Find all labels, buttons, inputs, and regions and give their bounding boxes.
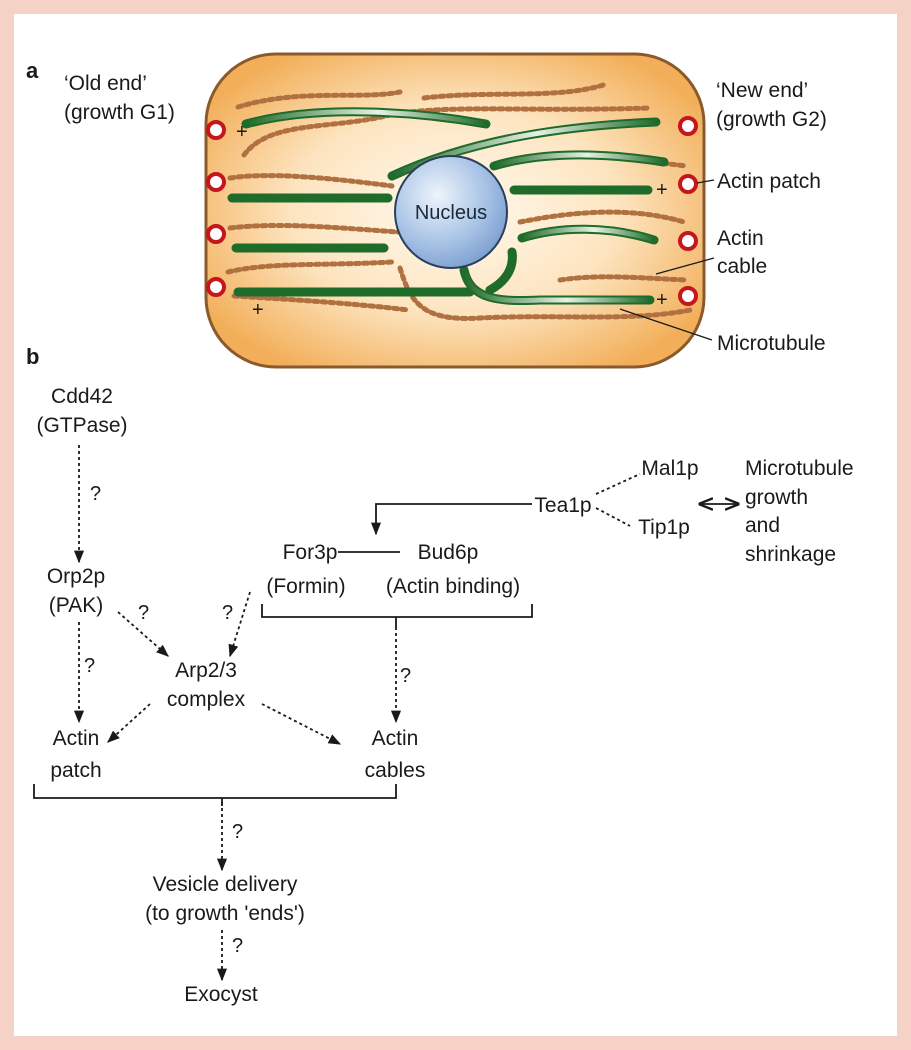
actin-cable [225, 259, 395, 275]
actin-patch [678, 174, 698, 194]
question-mark: ? [400, 665, 411, 687]
panel-b-actin-patch-sublabel: patch [50, 759, 101, 782]
mal1p-label: Mal1p [641, 457, 698, 480]
actin-patch [678, 231, 698, 251]
tea1p-mal1p-link [595, 473, 641, 495]
vesicle-sublabel: (to growth 'ends') [145, 902, 305, 925]
mt-growth-label-2: growth [745, 486, 808, 509]
mt-growth-label-1: Microtubule [745, 457, 854, 480]
actin-cables-sublabel: cables [365, 759, 426, 782]
cdd42-label: Cdd42 [51, 385, 113, 408]
actin-cable [231, 293, 411, 313]
question-mark: ? [222, 602, 233, 624]
question-mark: ? [90, 483, 101, 505]
microtubule-label: Microtubule [717, 332, 826, 355]
actin-patch-leader [696, 179, 715, 184]
actin-cable [227, 173, 395, 189]
exocyst-label: Exocyst [184, 983, 258, 1006]
bud6p-label: Bud6p [418, 541, 479, 564]
cdd42-sublabel: (GTPase) [36, 414, 127, 437]
for3p-sublabel: (Formin) [266, 575, 345, 598]
plus-end-label: + [252, 299, 264, 321]
microtubules [227, 107, 669, 306]
for3p-label: For3p [283, 541, 338, 564]
actin-patches [206, 116, 698, 306]
old-end-label: ‘Old end’ [64, 72, 147, 95]
actin-patch [206, 224, 226, 244]
microtubule-highlight [461, 267, 653, 304]
orp2p-to-arp23-arrow [117, 611, 169, 657]
new-end-label: ‘New end’ [716, 79, 808, 102]
leader-lines [619, 179, 715, 341]
question-mark: ? [232, 935, 243, 957]
arp23-to-actin-cables-arrow [261, 703, 342, 745]
old-end-growth-label: (growth G1) [64, 101, 175, 124]
tea1p-to-for3p-arrow [370, 503, 532, 536]
figure-svg: a Nucleus [26, 52, 854, 1006]
arp23-to-actin-patch-arrow [107, 703, 151, 743]
arp23-label: Arp2/3 [175, 659, 237, 682]
microtubule-highlight [243, 109, 489, 127]
plus-end-label: + [236, 121, 248, 143]
actin-cables-label: Actin [372, 727, 419, 750]
nucleus-label: Nucleus [415, 202, 487, 224]
solid-connectors [33, 503, 738, 806]
question-mark: ? [138, 602, 149, 624]
tip1p-label: Tip1p [638, 516, 690, 539]
actin-patch [678, 286, 698, 306]
vesicle-label: Vesicle delivery [153, 873, 298, 896]
microtubule-highlight [519, 226, 657, 243]
question-mark: ? [232, 821, 243, 843]
actin-cable-leader [655, 257, 715, 275]
tea1p-tip1p-link [595, 507, 631, 527]
actin-patch [678, 116, 698, 136]
arp23-sublabel: complex [167, 688, 246, 711]
panel-b-actin-patch-label: Actin [53, 727, 100, 750]
for3p-bud6p-bracket [261, 604, 533, 618]
figure-panel: a Nucleus [14, 14, 897, 1036]
actin-cable [421, 81, 609, 101]
mt-growth-label-4: shrinkage [745, 543, 836, 566]
tea1p-label: Tea1p [534, 494, 591, 517]
actin-cable-label-2: cable [717, 255, 767, 278]
formin-to-arp23-arrow [228, 591, 251, 658]
actin-patch [206, 277, 226, 297]
actin-patch [206, 172, 226, 192]
new-end-growth-label: (growth G2) [716, 108, 827, 131]
actin-cable [227, 222, 401, 235]
actin-cable [517, 209, 687, 225]
orp2p-label: Orp2p [47, 565, 105, 588]
plus-end-label: + [656, 289, 668, 311]
microtubule-highlight [491, 152, 667, 169]
actin-cable [235, 89, 403, 110]
actin-patch [206, 120, 226, 140]
plus-end-label: + [656, 179, 668, 201]
question-mark: ? [84, 655, 95, 677]
panel-b-letter: b [26, 344, 39, 369]
panel-a-letter: a [26, 58, 39, 83]
microtubule-leader [619, 308, 713, 341]
mt-growth-label-3: and [745, 514, 780, 537]
actin-patch-label: Actin patch [717, 170, 821, 193]
nucleus [394, 155, 508, 269]
dotted-arrows [73, 445, 641, 982]
bud6p-sublabel: (Actin binding) [386, 575, 520, 598]
microtubule [485, 247, 517, 295]
actin-bracket [33, 784, 397, 799]
orp2p-sublabel: (PAK) [49, 594, 103, 617]
actin-cable-label: Actin [717, 227, 764, 250]
actin-cable [557, 274, 689, 283]
